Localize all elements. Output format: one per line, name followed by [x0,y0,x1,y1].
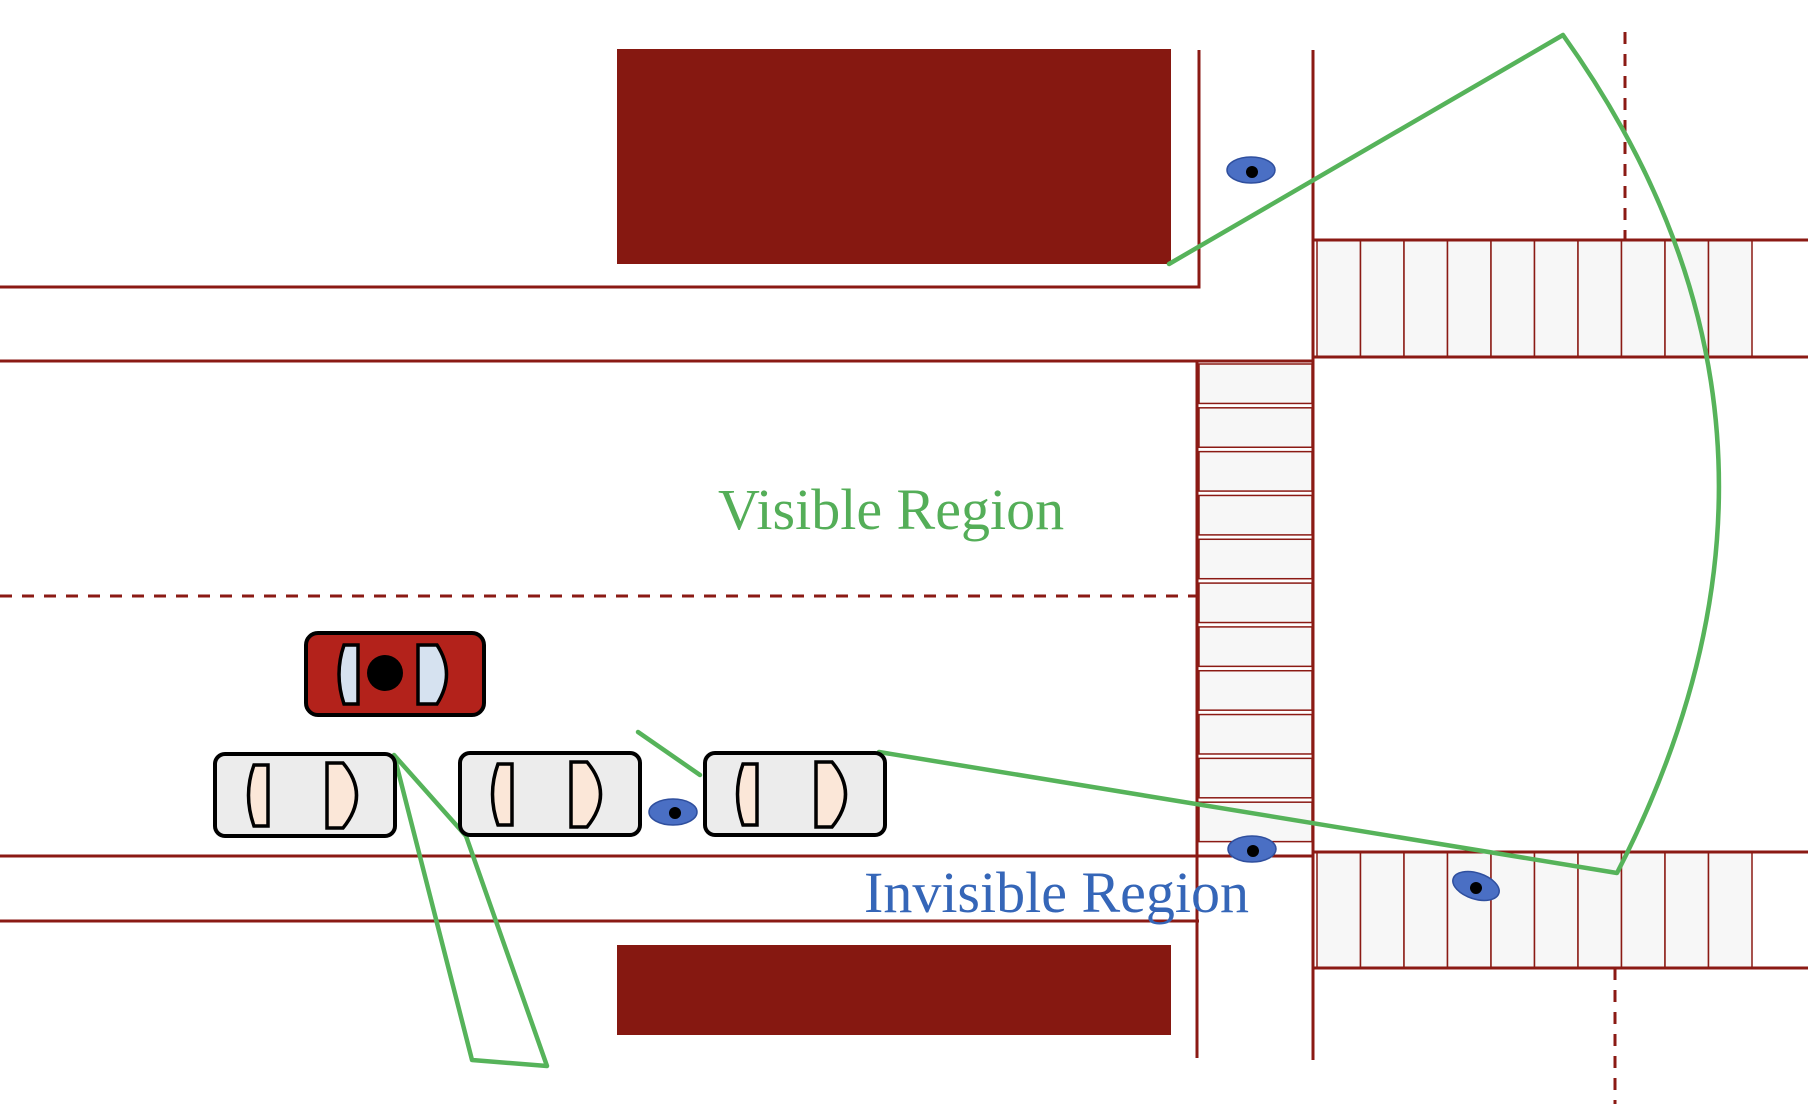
crosswalk-stripe [1198,713,1313,755]
ego-rear-window [337,643,360,706]
crosswalk-stripe [1664,851,1710,969]
ego-sensor-dot [367,655,403,691]
parked-vehicle-1 [213,752,397,838]
parked-2-front-window [569,760,603,829]
crosswalk-stripe [1359,851,1405,969]
crosswalk-stripe [1620,239,1666,358]
grey-car-icon [213,752,397,838]
ego-vehicle [304,631,486,717]
crosswalk-stripe [1446,239,1492,358]
crosswalk-stripe [1707,239,1753,358]
top-sidewalk-edge [0,50,1201,289]
crosswalk-stripe [1490,239,1536,358]
grey-car-icon [703,751,887,837]
pedestrian-between-cars [648,798,698,826]
crosswalk-stripe [1533,239,1579,358]
crosswalk-stripe [1198,538,1313,580]
pedestrian-top [1226,156,1276,184]
parked-vehicle-3 [703,751,887,837]
crosswalk-stripe [1198,582,1313,624]
crosswalk-stripe [1198,494,1313,536]
crosswalk-stripe [1707,851,1753,969]
crosswalk-stripe [1490,851,1536,969]
parked-3-rear-window [735,762,759,827]
parked-3-front-window [814,760,848,829]
crosswalk-stripe [1316,851,1362,969]
fov-main-polygon [876,32,1722,876]
pedestrian-head [1247,845,1259,857]
road-lines [0,32,1627,1104]
crosswalk-stripe [1403,851,1449,969]
pedestrian-head [1246,166,1258,178]
pedestrian-head [1470,882,1482,894]
ego-front-window [416,643,449,706]
crosswalk-bottom-right [1313,850,1808,970]
grey-car-icon [458,751,642,837]
crosswalk-top-right [1313,238,1808,359]
visibility-boundary [391,32,1722,1069]
crosswalk-vertical [1198,363,1313,843]
building-top [617,49,1171,264]
crosswalk-stripe [1198,757,1313,799]
pedestrian-head [669,807,681,819]
parked-1-rear-window [246,763,270,828]
visible-region-label: Visible Region [718,477,1064,542]
crosswalk-stripe [1403,239,1449,358]
crosswalk-stripe [1198,407,1313,449]
parked-1-front-window [325,761,359,830]
crosswalk-stripe [1359,239,1405,358]
crosswalk-stripe [1198,626,1313,668]
crosswalk-stripe [1198,669,1313,711]
crosswalk-stripe [1198,363,1313,405]
pedestrian-bottom-right [1452,870,1500,902]
invisible-region-label: Invisible Region [864,860,1249,925]
fov-occluded-gap [391,752,550,1069]
crosswalk-stripe [1316,239,1362,358]
fov-occluded-edge [635,729,703,778]
crosswalk-stripe [1198,450,1313,492]
parked-vehicle-2 [458,751,642,837]
crosswalk-stripe [1620,851,1666,969]
building-bottom [617,945,1171,1035]
crosswalk-stripe [1533,851,1579,969]
crosswalk-stripe [1446,851,1492,969]
pedestrian-crosswalk-corner [1227,835,1277,863]
crosswalk-stripe [1577,239,1623,358]
parked-2-rear-window [490,762,514,827]
